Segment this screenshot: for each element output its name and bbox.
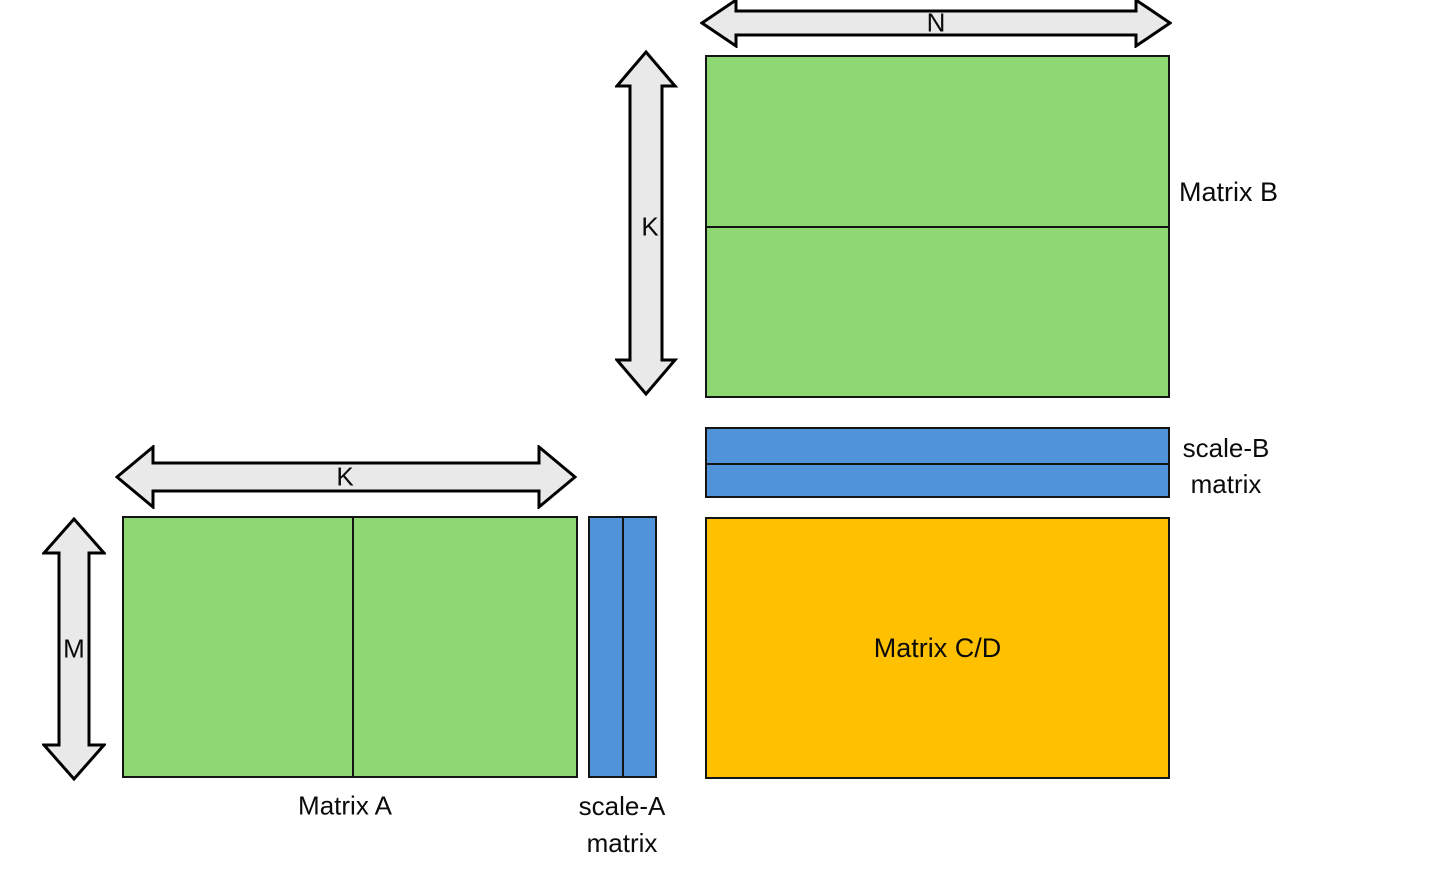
matrix-b-split-line	[706, 226, 1169, 228]
scale-a-label-line1: scale-A	[578, 791, 666, 821]
m-dimension-label: M	[63, 633, 85, 664]
m-dimension-arrow	[42, 517, 106, 781]
scale-a-label: scale-A matrix	[570, 788, 674, 862]
matrix-b	[705, 55, 1170, 398]
k-dimension-arrow-a	[115, 445, 577, 509]
matrix-a-split-line	[352, 517, 354, 777]
scale-b-matrix	[705, 427, 1170, 498]
matrix-b-label: Matrix B	[1179, 177, 1279, 207]
scale-a-split-line	[622, 517, 624, 777]
k-dimension-arrow-b	[615, 50, 679, 396]
scale-b-label: scale-B matrix	[1180, 430, 1272, 502]
matrix-a-label: Matrix A	[298, 790, 392, 821]
scale-a-label-line2: matrix	[586, 828, 658, 858]
matrix-a	[122, 516, 578, 778]
matrix-cd: Matrix C/D	[705, 517, 1170, 779]
k-dimension-label-b: K	[641, 211, 659, 242]
matrix-cd-label: Matrix C/D	[873, 632, 1002, 663]
n-dimension-arrow	[700, 0, 1172, 48]
k-dimension-label-a: K	[336, 461, 354, 492]
scale-b-label-line1: scale-B	[1182, 433, 1270, 463]
scale-a-matrix	[588, 516, 657, 778]
scale-b-label-line2: matrix	[1190, 469, 1262, 499]
n-dimension-label: N	[926, 7, 946, 38]
scale-b-split-line	[706, 463, 1169, 465]
